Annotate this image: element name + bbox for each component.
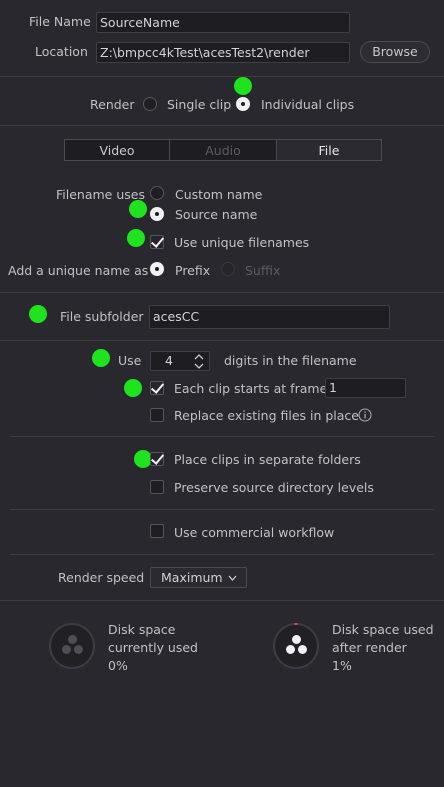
disk-current-label-line2: currently used [108,640,198,655]
separate-folders-label[interactable]: Place clips in separate folders [174,452,361,467]
file-name-field[interactable]: SourceName [96,12,350,33]
start-frame-checkbox[interactable] [150,381,164,395]
unique-filenames-checkbox[interactable] [150,235,164,249]
unique-name-as-label: Add a unique name as [8,263,149,278]
digits-suffix-label: digits in the filename [224,353,357,368]
disk-after-label-line1: Disk space used [332,622,434,637]
individual-clips-label[interactable]: Individual clips [261,97,355,112]
single-clip-label[interactable]: Single clip [167,97,232,112]
source-name-label[interactable]: Source name [175,207,258,222]
commercial-workflow-checkbox[interactable] [150,524,164,538]
location-label: Location [35,44,88,59]
preserve-levels-checkbox[interactable] [150,480,164,494]
file-subfolder-field[interactable]: acesCC [149,305,390,329]
use-label: Use [118,353,142,368]
single-clip-radio[interactable] [143,97,157,111]
tab-file[interactable]: File [276,139,382,161]
info-icon[interactable] [358,408,372,422]
replace-existing-checkbox[interactable] [150,408,164,422]
filename-uses-label: Filename uses [56,187,145,202]
preserve-levels-label[interactable]: Preserve source directory levels [174,480,374,495]
unique-filenames-label[interactable]: Use unique filenames [174,235,310,250]
render-speed-dropdown[interactable]: Maximum [150,567,247,588]
suffix-label[interactable]: Suffix [245,263,281,278]
disk-usage-current-icon [49,623,95,669]
custom-name-label[interactable]: Custom name [175,187,263,202]
tab-audio[interactable]: Audio [169,139,277,161]
render-speed-value: Maximum [161,570,223,585]
suffix-radio[interactable] [221,262,235,276]
disk-after-label-line2: after render [332,640,407,655]
marker-dot [29,305,47,323]
disk-after-value: 1% [332,658,352,673]
custom-name-radio[interactable] [150,186,164,200]
marker-dot [124,379,142,397]
commercial-workflow-label[interactable]: Use commercial workflow [174,525,335,540]
divider [0,600,444,601]
browse-button[interactable]: Browse [360,41,430,63]
marker-dot [129,200,147,218]
digits-value: 4 [165,353,173,368]
prefix-radio[interactable] [150,262,164,276]
prefix-label[interactable]: Prefix [175,263,211,278]
icon-lobe [292,635,301,644]
source-name-radio[interactable] [150,207,164,221]
file-subfolder-label: File subfolder [60,309,144,324]
divider [10,554,434,555]
marker-dot [92,349,110,367]
usage-arc-icon [294,623,298,626]
icon-lobe [68,635,77,644]
stepper-arrows-icon[interactable] [194,354,204,369]
icon-lobe [74,645,83,654]
disk-usage-after-icon [273,623,319,669]
render-label: Render [90,97,135,112]
marker-dot [234,77,252,95]
start-frame-label[interactable]: Each clip starts at frame [174,381,328,396]
replace-existing-label[interactable]: Replace existing files in place [174,408,359,423]
start-frame-field[interactable]: 1 [325,378,406,398]
disk-current-value: 0% [108,658,128,673]
marker-dot [127,229,145,247]
icon-lobe [286,645,295,654]
divider [0,76,444,77]
render-speed-label: Render speed [58,570,145,585]
icon-lobe [298,645,307,654]
divider [0,125,444,126]
divider [10,509,434,510]
divider [10,436,434,437]
location-field[interactable]: Z:\bmpcc4kTest\acesTest2\render [96,42,350,63]
digits-stepper[interactable]: 4 [150,351,210,371]
icon-lobe [62,645,71,654]
divider [0,292,444,293]
individual-clips-radio[interactable] [236,97,250,111]
chevron-down-icon [228,575,237,581]
tab-video[interactable]: Video [64,139,170,161]
marker-dot [134,450,152,468]
disk-current-label-line1: Disk space [108,622,176,637]
file-name-label: File Name [29,14,91,29]
separate-folders-checkbox[interactable] [150,452,164,466]
divider [0,340,444,341]
